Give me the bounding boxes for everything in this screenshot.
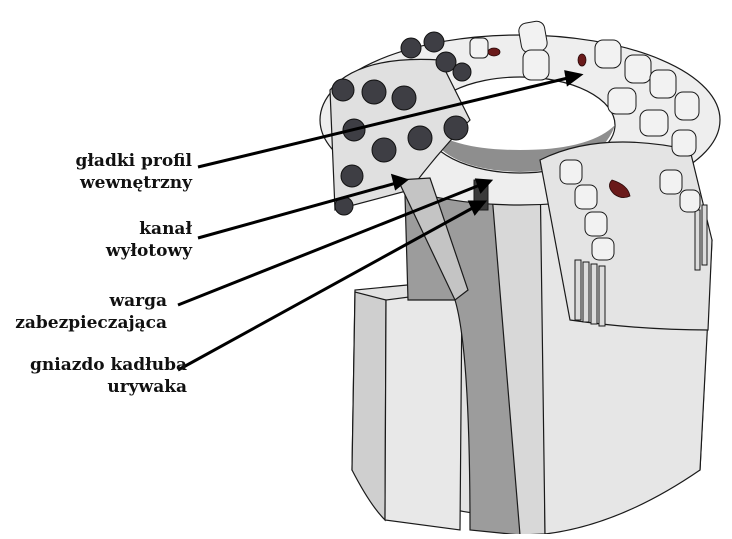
- crown-tooth: [675, 92, 699, 120]
- crown-tooth: [575, 185, 597, 209]
- pdc-cutter: [392, 86, 416, 110]
- gauge-rib: [575, 260, 581, 320]
- label-line: warga: [15, 290, 167, 312]
- pdc-cutter: [444, 116, 468, 140]
- crown-tooth: [640, 110, 668, 136]
- crown-tooth: [523, 50, 549, 80]
- crown-tooth: [625, 55, 651, 83]
- crown-tooth: [470, 38, 488, 58]
- cutaway-section: [352, 292, 386, 520]
- crown-tooth: [650, 70, 676, 98]
- label-outlet-channel: kanał wyłotowy: [106, 218, 192, 262]
- gauge-rib: [695, 210, 700, 270]
- pdc-cutter: [372, 138, 396, 162]
- pdc-cutter: [362, 80, 386, 104]
- crown-tooth: [595, 40, 621, 68]
- label-line: gniazdo kadłuba: [30, 354, 187, 376]
- label-line: kanał: [106, 218, 192, 240]
- label-line: urywaka: [30, 376, 187, 398]
- nozzle: [578, 54, 586, 66]
- gauge-rib: [591, 264, 597, 324]
- gauge-rib: [702, 205, 707, 265]
- nozzle: [488, 48, 500, 56]
- crown-tooth: [585, 212, 607, 236]
- crown-tooth: [608, 88, 636, 114]
- gauge-rib: [583, 262, 589, 322]
- gauge-rib: [599, 266, 605, 326]
- crown-tooth: [592, 238, 614, 260]
- pdc-cutter: [424, 32, 444, 52]
- label-smooth-inner-profile: gładki profil wewnętrzny: [76, 150, 193, 194]
- label-line: zabezpieczająca: [15, 312, 167, 334]
- pdc-cutter: [453, 63, 471, 81]
- crown-tooth: [518, 20, 549, 54]
- crown-tooth: [560, 160, 582, 184]
- pdc-cutter: [401, 38, 421, 58]
- label-line: wewnętrzny: [76, 172, 193, 194]
- label-line: gładki profil: [76, 150, 193, 172]
- pdc-cutter: [408, 126, 432, 150]
- crown-tooth: [672, 130, 696, 156]
- pdc-cutter: [341, 165, 363, 187]
- pdc-cutter: [332, 79, 354, 101]
- label-protective-lip: warga zabezpieczająca: [15, 290, 167, 334]
- cutaway-inner-face: [385, 290, 462, 530]
- label-breaker-socket: gniazdo kadłuba urywaka: [30, 354, 187, 398]
- crown-tooth: [680, 190, 700, 212]
- crown-tooth: [660, 170, 682, 194]
- label-line: wyłotowy: [106, 240, 192, 262]
